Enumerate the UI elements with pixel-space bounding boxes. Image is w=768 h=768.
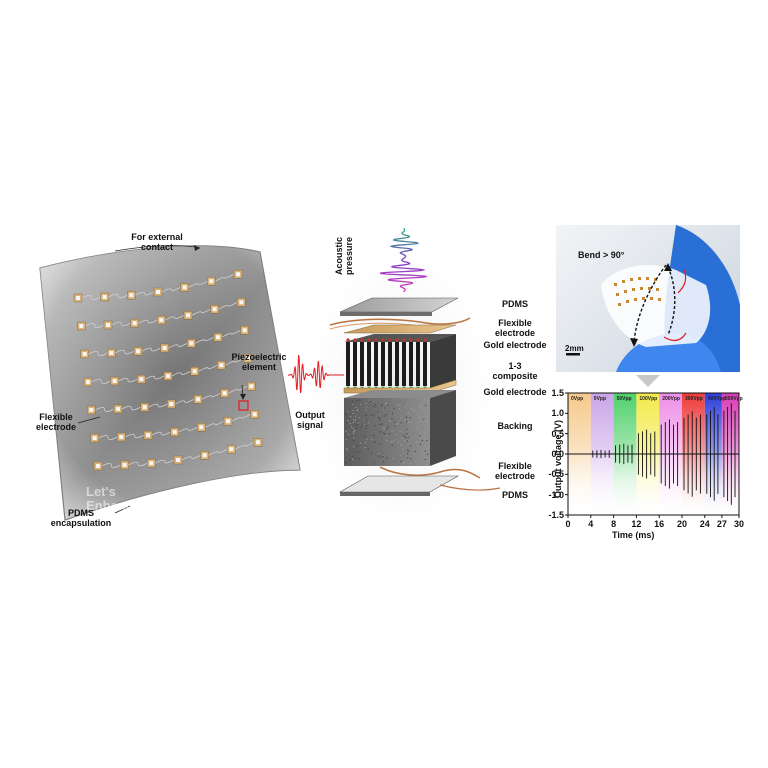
y-tick-label: -0.5 — [542, 469, 564, 479]
band-label: 50Vpp — [617, 396, 632, 402]
layer-label-pdms-bottom: PDMS — [485, 490, 545, 500]
band-label: 0Vpp — [594, 396, 606, 402]
photo-bend-label: Bend > 90° — [578, 250, 624, 260]
scale-bar — [566, 353, 580, 356]
composite-pillar — [360, 342, 364, 386]
x-tick-label: 8 — [606, 519, 622, 529]
x-tick-label: 16 — [651, 519, 667, 529]
watermark-text: Let's Enhance — [86, 485, 156, 513]
x-tick-label: 4 — [583, 519, 599, 529]
backing-block — [344, 398, 430, 466]
chart-x-axis-title: Time (ms) — [612, 530, 654, 540]
layer-label-pdms-top: PDMS — [485, 299, 545, 309]
flexible-array-panel — [40, 245, 300, 520]
layer-label-backing: Backing — [485, 421, 545, 431]
band-label: 100Vpp — [639, 396, 657, 402]
composite-pillar — [423, 342, 427, 386]
composite-pillar — [353, 342, 357, 386]
band-label: 500Vpp — [725, 396, 743, 402]
composite-pillar — [395, 342, 399, 386]
composite-pillar — [402, 342, 406, 386]
x-tick-label: 27 — [714, 519, 730, 529]
y-tick-label: 1.0 — [542, 408, 564, 418]
label-piezo-element: Piezoelectric element — [228, 352, 290, 372]
y-tick-label: 0.0 — [542, 449, 564, 459]
composite-pillar — [416, 342, 420, 386]
down-arrow-icon — [636, 375, 660, 387]
layer-label-gold-electrode-top: Gold electrode — [480, 340, 550, 350]
layer-label-flexible-electrode-bottom: Flexible electrode — [485, 461, 545, 481]
y-tick-label: 1.5 — [542, 388, 564, 398]
label-output-signal: Output signal — [290, 410, 330, 430]
composite-pillar — [381, 342, 385, 386]
composite-pillar — [346, 342, 350, 386]
x-tick-label: 30 — [731, 519, 747, 529]
composite-pillar — [374, 342, 378, 386]
output-voltage-chart — [565, 393, 739, 518]
label-flexible-electrode-left: Flexible electrode — [30, 412, 82, 432]
x-tick-label: 24 — [697, 519, 713, 529]
band-label: 300Vpp — [685, 396, 703, 402]
x-tick-label: 0 — [560, 519, 576, 529]
label-external-contact: For external contact — [117, 232, 197, 252]
band-label: 200Vpp — [662, 396, 680, 402]
composite-pillar — [367, 342, 371, 386]
composite-pillar — [388, 342, 392, 386]
layer-label-gold-electrode-bottom: Gold electrode — [480, 387, 550, 397]
layer-label-flexible-electrode-top: Flexible electrode — [485, 318, 545, 338]
label-acoustic-pressure: Acoustic pressure — [334, 228, 360, 284]
x-tick-label: 20 — [674, 519, 690, 529]
composite-pillar — [409, 342, 413, 386]
photo-scale-label: 2mm — [565, 344, 584, 353]
y-tick-label: -1.0 — [542, 490, 564, 500]
band-label: 0Vpp — [571, 396, 583, 402]
y-tick-label: 0.5 — [542, 429, 564, 439]
y-tick-label: -1.5 — [542, 510, 564, 520]
band-label: 400Vpp — [708, 396, 726, 402]
layer-label-composite: 1-3 composite — [485, 361, 545, 381]
x-tick-label: 12 — [628, 519, 644, 529]
